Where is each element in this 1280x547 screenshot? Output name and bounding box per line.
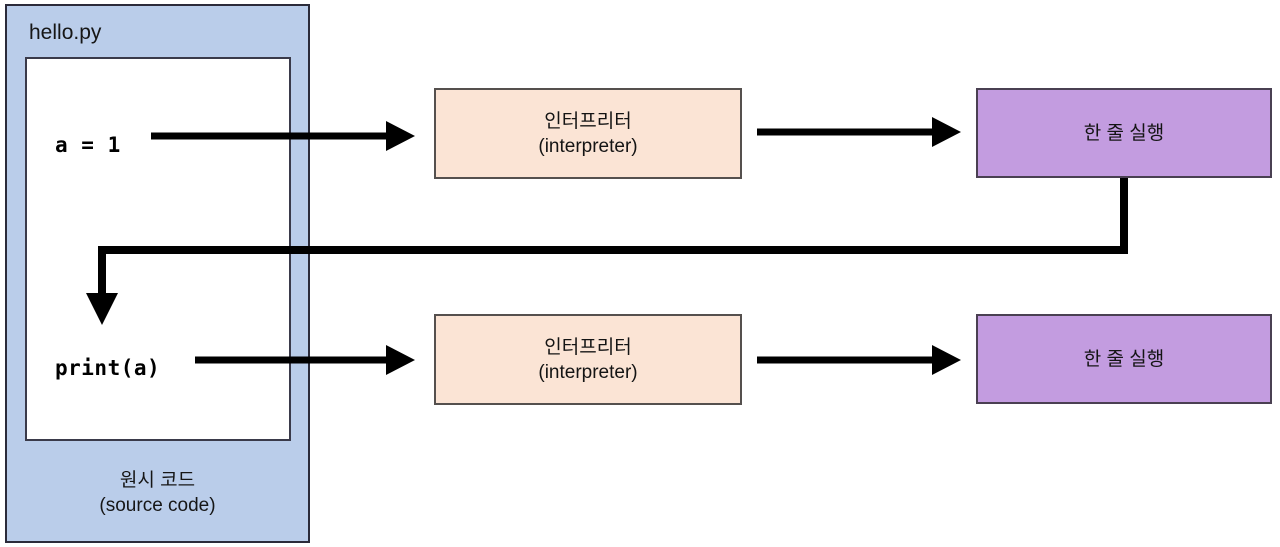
source-code-caption: 원시 코드 (source code): [7, 468, 308, 518]
source-file-container: hello.py a = 1 print(a) 원시 코드 (source co…: [5, 4, 310, 543]
interpreter-box-top: 인터프리터 (interpreter): [434, 88, 742, 179]
code-line-print: print(a): [55, 356, 161, 380]
interpreter-box-bottom-label-ko: 인터프리터: [544, 336, 632, 358]
interpreter-box-top-label-en: (interpreter): [538, 135, 638, 157]
source-file-name-label: hello.py: [29, 21, 102, 44]
source-code-caption-ko: 원시 코드: [119, 470, 196, 491]
interpreter-box-bottom: 인터프리터 (interpreter): [434, 314, 742, 405]
execute-line-box-bottom: 한 줄 실행: [976, 314, 1272, 404]
code-line-assignment: a = 1: [55, 133, 121, 157]
execute-line-box-top-label: 한 줄 실행: [1083, 122, 1165, 144]
arrow-interpreter-bottom-to-execute-bottom: [757, 345, 961, 375]
interpreter-box-top-label-ko: 인터프리터: [544, 110, 632, 132]
interpreter-box-bottom-label-en: (interpreter): [538, 361, 638, 383]
arrow-interpreter-top-to-execute-top: [757, 117, 961, 147]
code-editor-box: a = 1 print(a): [25, 57, 291, 441]
source-code-caption-en: (source code): [99, 495, 216, 516]
execute-line-box-top: 한 줄 실행: [976, 88, 1272, 178]
execute-line-box-bottom-label: 한 줄 실행: [1083, 348, 1165, 370]
